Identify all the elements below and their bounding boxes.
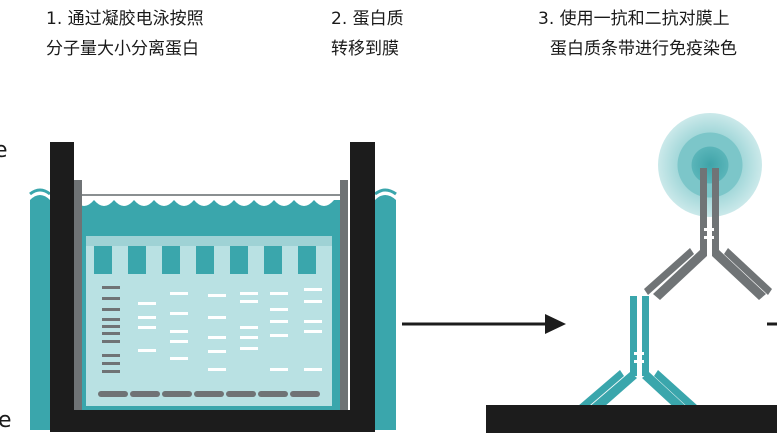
tank-floor	[50, 410, 375, 432]
ladder-bands	[102, 286, 120, 373]
step-3-line-2: 蛋白质条带进行免疫染色	[550, 39, 737, 59]
step-2-line-2: 转移到膜	[331, 39, 399, 59]
step-1-line-1: 1. 通过凝胶电泳按照	[46, 9, 204, 29]
sample-bands	[138, 288, 322, 371]
gel-wells	[94, 246, 316, 274]
primary-antibody-icon	[578, 296, 698, 414]
step-2-line-1: 2. 蛋白质	[331, 9, 404, 29]
step-1-caption: 1. 通过凝胶电泳按照 分子量大小分离蛋白	[46, 4, 204, 64]
signal-glow-icon	[658, 113, 762, 217]
dye-front	[98, 391, 320, 397]
tank-wall-right	[350, 142, 375, 432]
step-3-caption: 3. 使用一抗和二抗对膜上 蛋白质条带进行免疫染色	[538, 4, 737, 64]
cropped-text-fragment-bottom: e	[0, 408, 12, 433]
step-3-line-1: 3. 使用一抗和二抗对膜上	[538, 9, 730, 29]
outer-buffer-right	[375, 195, 396, 430]
secondary-antibody-icon	[644, 168, 772, 300]
membrane-bar-icon	[486, 405, 777, 433]
cropped-text-fragment-top: e	[0, 138, 8, 163]
tank-wall-left	[50, 142, 74, 432]
outer-buffer	[30, 195, 50, 430]
step-2-caption: 2. 蛋白质 转移到膜	[331, 4, 404, 64]
arrow-right-icon	[402, 314, 566, 334]
step-1-line-2: 分子量大小分离蛋白	[46, 39, 199, 59]
electrophoresis-tank-icon	[29, 142, 397, 432]
